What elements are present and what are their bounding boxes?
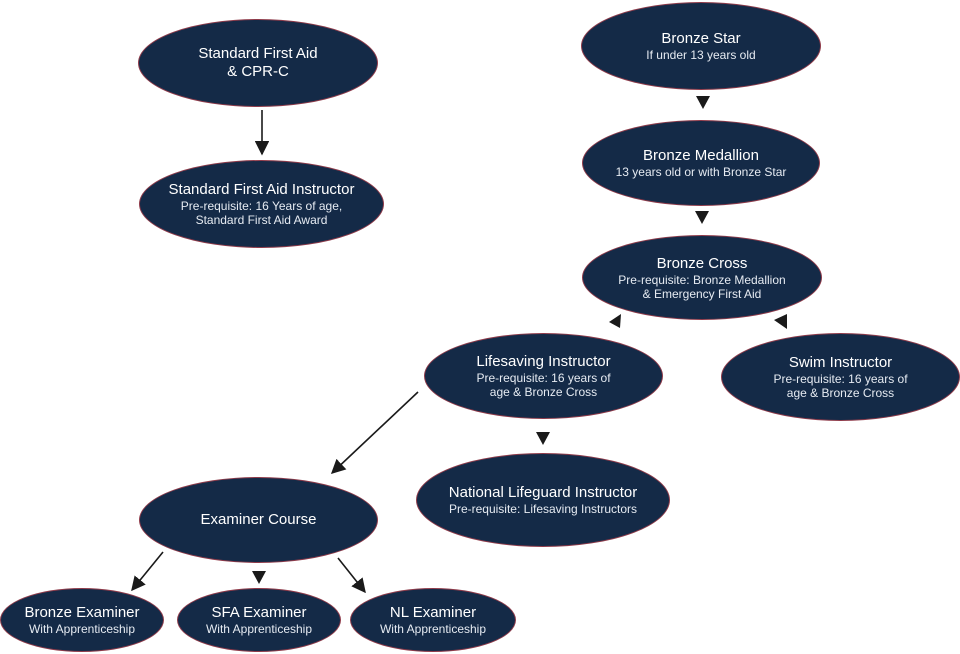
- arrow-li-to-ec: [330, 391, 419, 474]
- node-title-line2: & CPR-C: [227, 63, 289, 80]
- triangle-ec-to-sfe: [252, 571, 266, 584]
- node-title: Standard First Aid: [198, 45, 318, 62]
- node-subtitle: If under 13 years old: [646, 48, 756, 62]
- triangle-bc-to-si: [774, 314, 787, 329]
- node-bronze-medallion: Bronze Medallion 13 years old or with Br…: [582, 120, 820, 206]
- node-bronze-cross: Bronze Cross Pre-requisite: Bronze Medal…: [582, 235, 822, 320]
- node-subtitle: Pre-requisite: 16 years of: [773, 372, 908, 386]
- node-title: Lifesaving Instructor: [476, 353, 611, 370]
- triangle-bs-to-bm: [696, 96, 710, 109]
- node-subtitle-line2: Standard First Aid Award: [195, 213, 328, 227]
- node-title: SFA Examiner: [211, 604, 307, 621]
- node-subtitle: 13 years old or with Bronze Star: [615, 165, 787, 179]
- node-subtitle: With Apprenticeship: [205, 622, 313, 636]
- node-nl-examiner: NL Examiner With Apprenticeship: [350, 588, 516, 652]
- node-title: National Lifeguard Instructor: [448, 484, 638, 501]
- node-title: Standard First Aid Instructor: [168, 181, 355, 198]
- node-standard-first-aid-instructor: Standard First Aid Instructor Pre-requis…: [139, 160, 384, 248]
- node-subtitle-line2: age & Bronze Cross: [786, 386, 895, 400]
- triangle-bm-to-bc: [695, 211, 709, 224]
- arrow-ec-to-nle: [337, 557, 366, 594]
- node-sfa-examiner: SFA Examiner With Apprenticeship: [177, 588, 341, 652]
- triangle-bc-to-li: [609, 314, 621, 328]
- node-subtitle: Pre-requisite: 16 Years of age,: [180, 199, 343, 213]
- node-title: Swim Instructor: [788, 354, 893, 371]
- node-title: Bronze Medallion: [643, 147, 759, 164]
- node-subtitle: Pre-requisite: 16 years of: [476, 371, 611, 385]
- node-subtitle-line2: & Emergency First Aid: [642, 286, 762, 301]
- triangle-li-to-nli: [536, 432, 550, 445]
- node-subtitle: Pre-requisite: Bronze Medallion: [618, 272, 786, 287]
- node-standard-first-aid: Standard First Aid & CPR-C: [138, 19, 378, 107]
- node-title: Bronze Star: [661, 30, 741, 47]
- node-subtitle-line2: age & Bronze Cross: [489, 385, 598, 399]
- node-subtitle: Pre-requisite: Lifesaving Instructors: [448, 502, 638, 516]
- node-lifesaving-instructor: Lifesaving Instructor Pre-requisite: 16 …: [424, 333, 663, 419]
- arrow-ec-to-be: [131, 551, 164, 592]
- node-title: Bronze Cross: [656, 254, 748, 272]
- node-subtitle: With Apprenticeship: [379, 622, 487, 636]
- node-national-lifeguard-instructor: National Lifeguard Instructor Pre-requis…: [416, 453, 670, 547]
- node-swim-instructor: Swim Instructor Pre-requisite: 16 years …: [721, 333, 960, 421]
- node-subtitle: With Apprenticeship: [28, 622, 136, 636]
- node-title: Examiner Course: [200, 511, 317, 528]
- node-title: NL Examiner: [389, 604, 477, 621]
- node-bronze-examiner: Bronze Examiner With Apprenticeship: [0, 588, 164, 652]
- node-title: Bronze Examiner: [24, 604, 140, 621]
- node-examiner-course: Examiner Course: [139, 477, 378, 563]
- node-bronze-star: Bronze Star If under 13 years old: [581, 2, 821, 90]
